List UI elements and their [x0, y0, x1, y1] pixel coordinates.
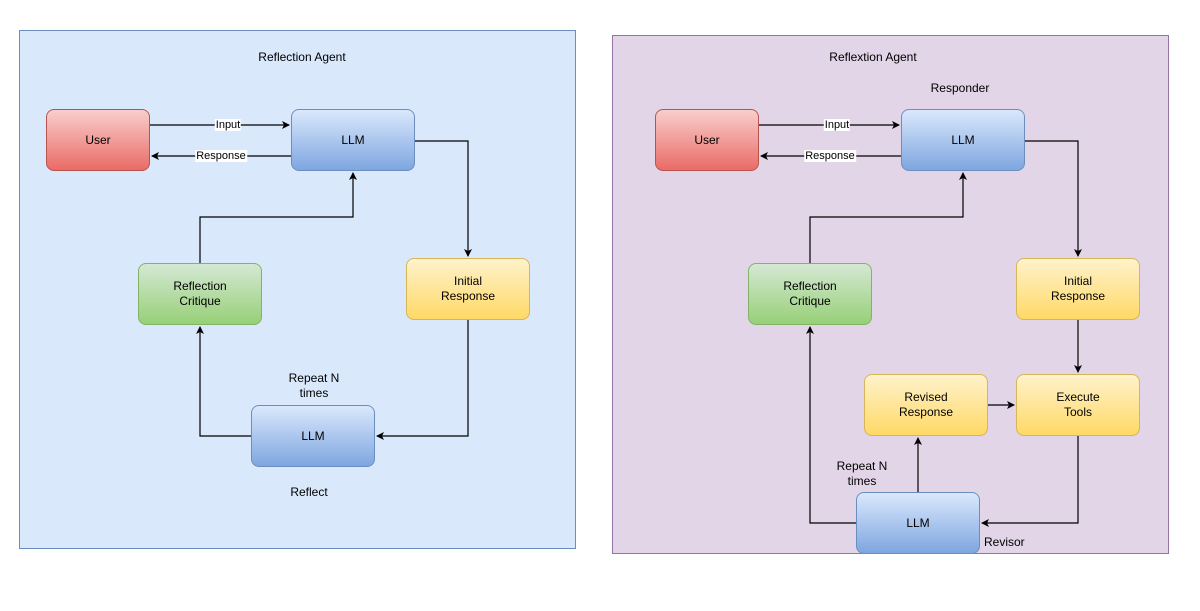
- repeat-label: Repeat N times: [288, 371, 340, 400]
- response-edge-label: Response: [804, 150, 856, 162]
- reflection-critique-node[interactable]: Reflection Critique: [748, 263, 872, 325]
- reflection-critique-node[interactable]: Reflection Critique: [138, 263, 262, 325]
- user-node[interactable]: User: [655, 109, 759, 171]
- revisor-label: Revisor: [984, 535, 1025, 549]
- user-node[interactable]: User: [46, 109, 150, 171]
- repeat-label: Repeat N times: [836, 459, 888, 488]
- initial-response-node[interactable]: Initial Response: [1016, 258, 1140, 320]
- execute-tools-node[interactable]: Execute Tools: [1016, 374, 1140, 436]
- panel-title: Reflextion Agent: [829, 50, 917, 64]
- input-edge-label: Input: [823, 119, 851, 131]
- llm-node[interactable]: LLM: [291, 109, 415, 171]
- llm-revisor-node[interactable]: LLM: [856, 492, 980, 554]
- llm-node[interactable]: LLM: [901, 109, 1025, 171]
- responder-label: Responder: [930, 81, 990, 95]
- llm-reflect-node[interactable]: LLM: [251, 405, 375, 467]
- panel-title: Reflection Agent: [258, 50, 346, 64]
- initial-response-node[interactable]: Initial Response: [406, 258, 530, 320]
- response-edge-label: Response: [195, 150, 247, 162]
- revised-response-node[interactable]: Revised Response: [864, 374, 988, 436]
- input-edge-label: Input: [214, 119, 242, 131]
- reflect-label: Reflect: [290, 485, 328, 499]
